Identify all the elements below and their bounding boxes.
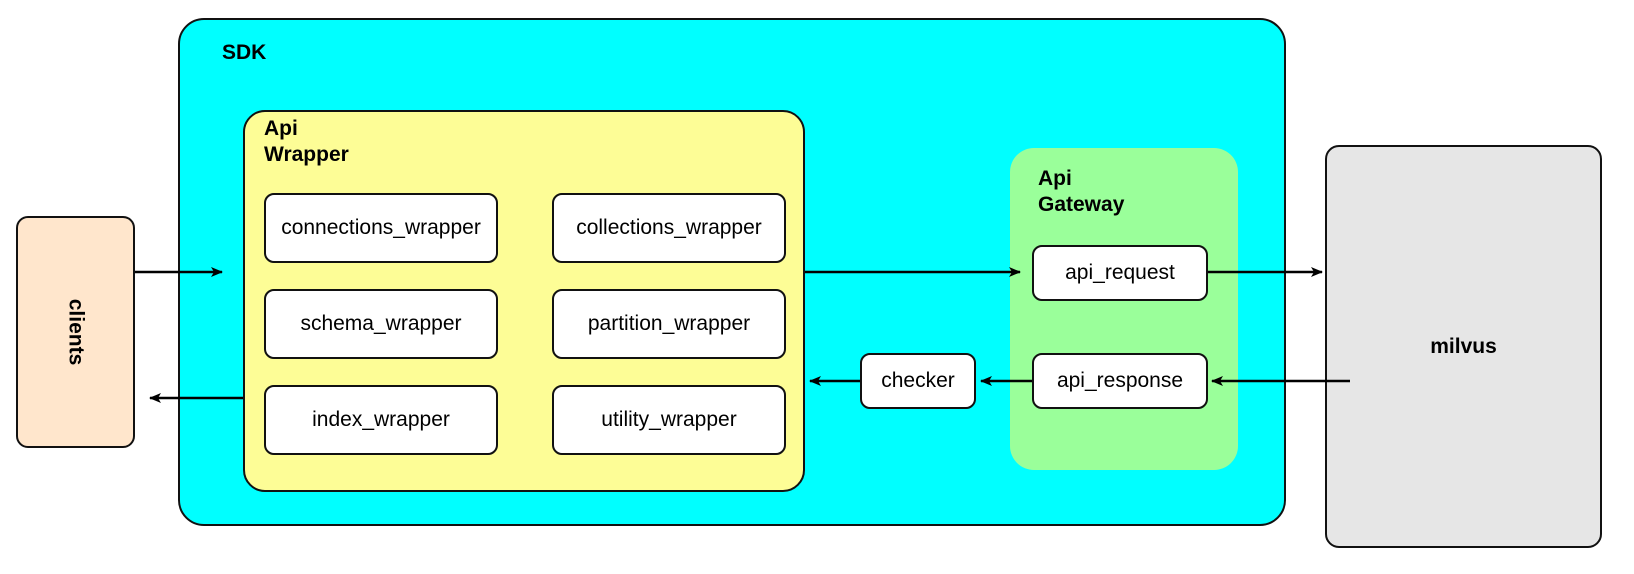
node-collections-wrapper-label: collections_wrapper [576,216,762,239]
node-connections-wrapper[interactable]: connections_wrapper [264,193,498,263]
node-collections-wrapper[interactable]: collections_wrapper [552,193,786,263]
node-api-response-label: api_response [1056,369,1184,392]
node-connections-wrapper-label: connections_wrapper [281,216,481,239]
node-api-request[interactable]: api_request [1032,245,1208,301]
container-api-gateway[interactable] [1010,148,1238,470]
node-utility-wrapper-label: utility_wrapper [601,408,737,431]
node-api-response[interactable]: api_response [1032,353,1208,409]
node-milvus-label: milvus [1430,334,1497,358]
node-schema-wrapper-label: schema_wrapper [300,312,462,335]
node-utility-wrapper[interactable]: utility_wrapper [552,385,786,455]
node-partition-wrapper-label: partition_wrapper [587,312,751,335]
node-index-wrapper-label: index_wrapper [312,408,450,431]
node-checker[interactable]: checker [860,353,976,409]
node-schema-wrapper[interactable]: schema_wrapper [264,289,498,359]
node-milvus[interactable]: milvus [1325,145,1602,548]
node-index-wrapper[interactable]: index_wrapper [264,385,498,455]
node-checker-label: checker [881,369,955,392]
node-clients-label: clients [64,298,88,366]
node-api-request-label: api_request [1065,261,1175,284]
node-clients[interactable]: clients [16,216,135,448]
node-partition-wrapper[interactable]: partition_wrapper [552,289,786,359]
